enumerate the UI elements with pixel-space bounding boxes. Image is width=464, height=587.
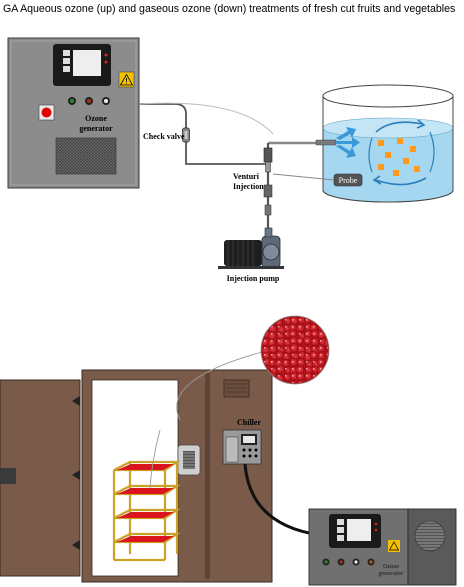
hinge-icon [72,540,80,550]
venturi-label-1: Venturi [233,172,260,181]
check-valve [182,127,190,143]
vent-grille [55,137,117,175]
injection-pump [218,227,284,269]
ozone-generator-label-1: Ozone [85,114,107,123]
ozone-hose [243,463,321,537]
injection-pump-label: Injection pump [227,274,280,283]
ozone-generator-bottom-label-2: generator [379,571,404,577]
water-tank: Probe [272,84,454,203]
probe-label: Probe [339,176,358,185]
ozone-generator-top: Ozone generator [7,37,140,189]
warning-icon [388,540,400,552]
ozone-generator-bottom-label-1: Ozone [383,564,400,570]
chiller-label: Chiller [237,418,261,427]
ozone-generator-label-2: generator [79,124,113,133]
warning-icon [118,71,135,88]
figure-title: GA Aqueous ozone (up) and gaseous ozone … [3,3,456,15]
vent-grille [223,379,250,398]
check-valve-label: Check valve [143,132,185,141]
fan-icon [414,520,446,552]
hinge-icon [72,396,80,406]
hinge-icon [72,470,80,480]
water-line [266,141,330,236]
chamber-door [0,379,81,577]
ozone-generator-bottom: Ozone generator [308,508,457,586]
arrow-icon [336,127,360,158]
tray-rack [112,460,181,562]
fruit-pieces [378,138,420,176]
venturi-label-2: Injection [233,182,264,191]
venturi-injector [263,147,273,216]
